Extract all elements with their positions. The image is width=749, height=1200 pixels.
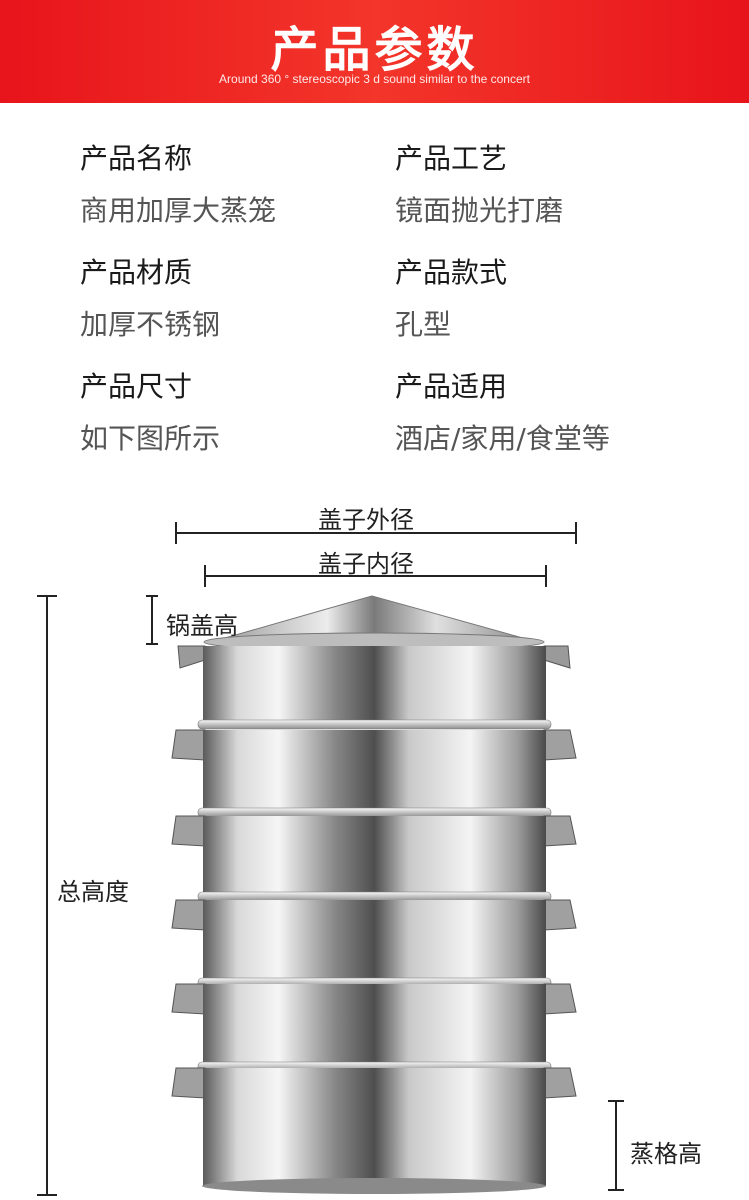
spec-value-name: 商用加厚大蒸笼	[80, 194, 277, 227]
label-lid-outer-diameter: 盖子外径	[318, 506, 414, 534]
page-subtitle: Around 360 ° stereoscopic 3 d sound simi…	[219, 72, 530, 86]
spec-value-craft: 镜面抛光打磨	[395, 194, 564, 227]
spec-value-material: 加厚不锈钢	[80, 308, 221, 341]
header-banner: 产品参数 Around 360 ° stereoscopic 3 d sound…	[0, 0, 749, 103]
spec-value-style: 孔型	[395, 308, 452, 341]
label-lid-height: 锅盖高	[166, 612, 238, 640]
spec-value-size: 如下图所示	[80, 422, 221, 455]
spec-label-style: 产品款式	[395, 256, 508, 289]
spec-label-craft: 产品工艺	[395, 142, 508, 175]
dimension-lines	[37, 522, 624, 1196]
spec-value-usage: 酒店/家用/食堂等	[395, 422, 610, 455]
spec-label-name: 产品名称	[80, 142, 193, 175]
page-title: 产品参数	[270, 22, 479, 78]
label-tier-height: 蒸格高	[630, 1140, 702, 1168]
spec-label-material: 产品材质	[80, 256, 193, 289]
steamer-tiers	[171, 645, 577, 1194]
spec-label-size: 产品尺寸	[80, 370, 193, 403]
spec-label-usage: 产品适用	[395, 370, 508, 403]
label-lid-inner-diameter: 盖子内径	[318, 550, 414, 578]
label-total-height: 总高度	[57, 878, 129, 906]
